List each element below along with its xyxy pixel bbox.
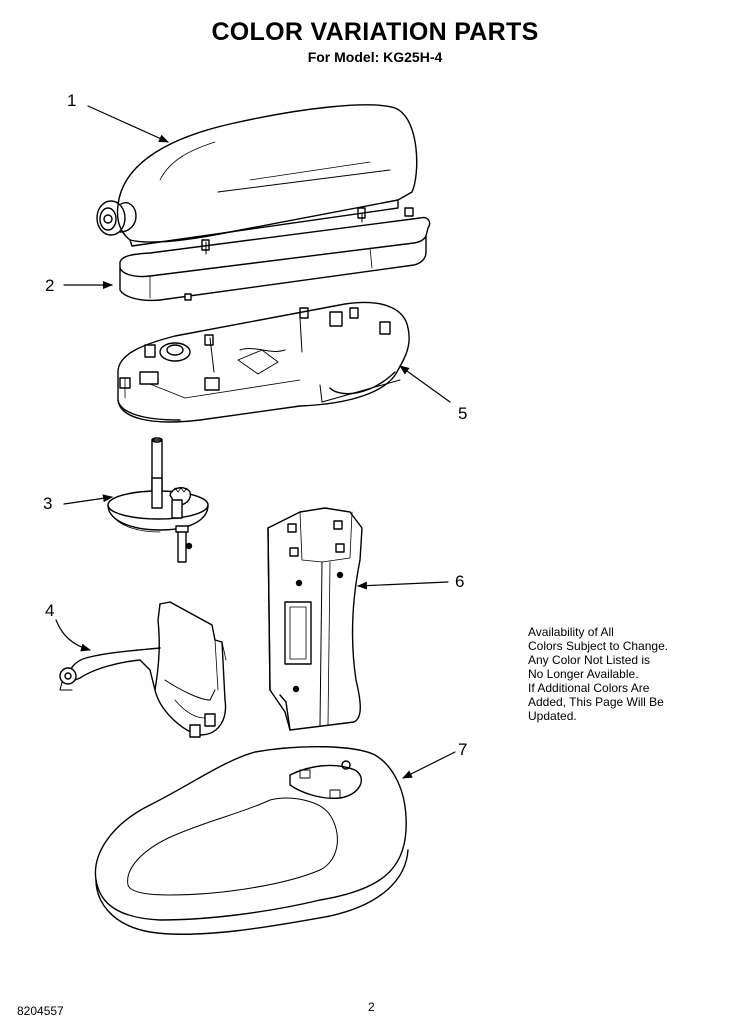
note-line: If Additional Colors Are xyxy=(528,681,650,695)
leader-lines xyxy=(55,105,456,779)
note-line: Added, This Page Will Be xyxy=(528,695,664,709)
callout-6: 6 xyxy=(455,572,465,591)
callout-5: 5 xyxy=(458,404,468,423)
document-number: 8204557 xyxy=(17,1004,64,1018)
note-line: No Longer Available. xyxy=(528,667,639,681)
note-line: Availability of All xyxy=(528,625,614,639)
note-line: Any Color Not Listed is xyxy=(528,653,651,667)
page-title: COLOR VARIATION PARTS xyxy=(211,18,539,46)
callout-3: 3 xyxy=(43,494,53,513)
callout-4: 4 xyxy=(45,601,55,620)
callout-2: 2 xyxy=(45,276,55,295)
motor-housing-part xyxy=(96,104,418,255)
note-line: Colors Subject to Change. xyxy=(528,639,669,653)
pedestal-part xyxy=(267,507,363,731)
model-subtitle: For Model: KG25H-4 xyxy=(307,49,443,65)
note-line: Updated. xyxy=(528,709,577,723)
base-part xyxy=(94,745,409,935)
availability-note: Availability of All Colors Subject to Ch… xyxy=(528,625,733,723)
planetary-unit-part xyxy=(107,437,209,563)
trim-band-part xyxy=(119,207,431,302)
page-number: 2 xyxy=(368,1000,375,1014)
gear-case-part xyxy=(117,301,410,423)
callout-7: 7 xyxy=(458,740,468,759)
callout-1: 1 xyxy=(67,91,77,110)
bowl-support-part xyxy=(59,601,227,738)
